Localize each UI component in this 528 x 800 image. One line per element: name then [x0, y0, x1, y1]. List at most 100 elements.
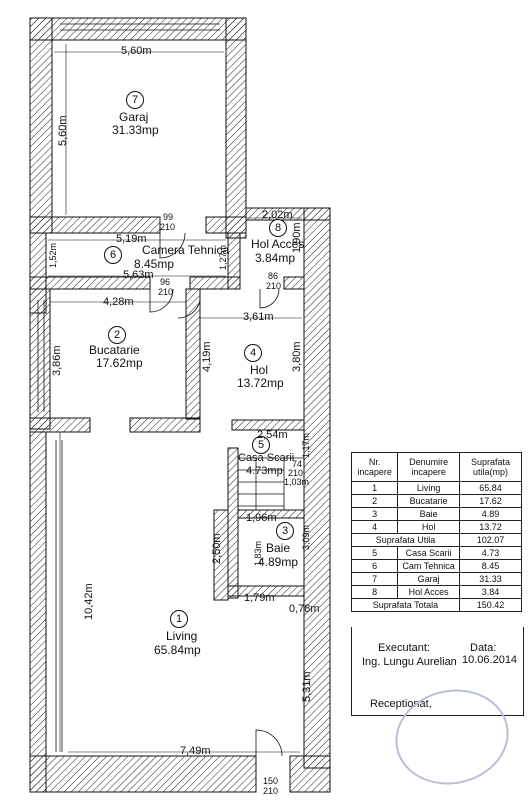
dim-bath-left: 1,83m: [253, 540, 263, 566]
room-number-living: 1: [170, 610, 188, 628]
table-cell: 3: [350, 507, 399, 521]
garage-wall-left: [29, 17, 53, 234]
table-cell: Baie: [397, 507, 460, 521]
dim-bath-bottom: 1,79m: [244, 592, 275, 604]
table-cell: Garaj: [397, 572, 460, 586]
living-wall-partition: [213, 509, 229, 601]
tech-wall-bottom-a: [29, 276, 151, 290]
table-cell: 3.84: [458, 585, 523, 599]
room-area-casa-scarii: 4.73mp: [246, 465, 283, 477]
room-number-hol: 4: [244, 344, 262, 362]
receptionat-label: Receptionat,: [370, 698, 432, 710]
dim-kitchen-left: 3,86m: [51, 345, 63, 376]
table-cell: 7: [350, 572, 399, 586]
total-label: Suprafata Totala: [351, 598, 460, 612]
room-number-bucatarie: 2: [108, 326, 126, 344]
table-cell: Hol: [397, 520, 460, 534]
area-table: Nr. incapere Denumire incapere Suprafata…: [350, 452, 523, 612]
room-name-casa-scarii: Casa Scarii: [238, 452, 295, 464]
door-label-3-height: 210: [266, 281, 282, 291]
table-cell: 65.84: [458, 481, 523, 495]
table-row: 7 Garaj 31.33: [350, 572, 523, 586]
table-row: 3 Baie 4.89: [350, 507, 523, 521]
room-area-hol: 13.72mp: [237, 376, 284, 390]
dim-hol-top: 3,61m: [243, 311, 274, 323]
hol-acces-wall-bottom: [283, 276, 305, 290]
executant-label: Executant:: [378, 642, 430, 654]
dim-tech-left: 1,52m: [48, 242, 58, 268]
receptionat-block: Receptionat,: [351, 691, 524, 716]
door-label-1-height: 210: [160, 222, 176, 232]
total-value: 150.42: [458, 598, 523, 612]
table-header-row: Nr. incapere Denumire incapere Suprafata…: [350, 452, 523, 482]
room-name-hol: Hol: [250, 363, 269, 377]
room-area-camera-tehnica: 8.45mp: [134, 257, 175, 271]
table-cell: 4.89: [458, 507, 523, 521]
doors: [149, 232, 283, 757]
room-number-camera-tehnica: 6: [104, 246, 122, 264]
door-label-5-height: 210: [263, 786, 279, 796]
table-row: 8 Hol Acces 3.84: [350, 585, 523, 599]
hol-acces-wall-right: [303, 207, 331, 769]
dim-tech-right: 1,27m: [218, 244, 228, 270]
dim-garage-left: 5,60m: [57, 115, 69, 146]
table-subtotal-row: Suprafata Utila 102.07: [351, 533, 523, 547]
dim-hol-acces-right: 1,90m: [291, 222, 303, 253]
room-area-garaj: 31.33mp: [112, 123, 159, 137]
table-row: 4 Hol 13.72: [350, 520, 523, 534]
table-cell: 2: [350, 494, 399, 508]
table-cell: Cam Tehnica: [397, 559, 460, 573]
door-label-4-width: 74: [292, 459, 303, 469]
dim-stair-step: 1,03m: [284, 477, 310, 487]
living-wall-bottom-a: [29, 755, 257, 793]
dim-garage-top: 5,60m: [121, 45, 152, 57]
kitchen-wall-bottom: [29, 417, 91, 433]
table-signature-block: Executant: Ing. Lungu Aurelian Data: 10.…: [351, 627, 524, 692]
living-wall-left: [29, 431, 47, 793]
room-number-hol-acces: 8: [269, 219, 287, 237]
table-cell: Bucatarie: [397, 494, 460, 508]
dim-kitchen-top: 4,28m: [103, 296, 134, 308]
dim-stair-right: 1,17m: [301, 432, 311, 458]
door-label-4-height: 210: [288, 468, 304, 478]
subtotal-value: 102.07: [458, 533, 523, 547]
garage-wall-bottom-b: [205, 216, 247, 234]
table-row: 1 Living 65.84: [350, 481, 523, 495]
kitchen-wall-bottom-b: [129, 417, 201, 433]
garage-wall-right: [225, 17, 247, 239]
table-row: 5 Casa Scarii 4.73: [350, 546, 523, 560]
table-cell: 31.33: [458, 572, 523, 586]
garage-wall-bottom-a: [29, 216, 161, 234]
table-cell: 1: [350, 481, 399, 495]
table-cell: Living: [397, 481, 460, 495]
dim-living-left: 10,42m: [83, 583, 95, 620]
dim-living-right-b: 5,31m: [301, 671, 313, 702]
dim-kitchen-right: 4,19m: [201, 341, 213, 372]
stairs: [238, 457, 304, 510]
kitchen-wall-right: [185, 288, 201, 420]
door-label-3-width: 86: [268, 271, 279, 281]
windows: [37, 23, 220, 752]
table-cell: Hol Acces: [397, 585, 460, 599]
tech-wall-mid: [227, 232, 241, 290]
dim-living-mid: 2,50m: [211, 533, 223, 564]
walls: [29, 17, 331, 793]
garage-wall-top: [29, 17, 247, 41]
room-name-camera-tehnica: Camera Tehnica: [142, 243, 230, 257]
dim-hol-acces-top: 2,02m: [262, 209, 293, 221]
table-header: Suprafata utila(mp): [458, 452, 523, 482]
living-wall-bottom-b: [289, 755, 331, 793]
room-name-garaj: Garaj: [119, 110, 149, 124]
table-cell: 5: [350, 546, 399, 560]
table-header: Nr. incapere: [350, 452, 399, 482]
executant-name: Ing. Lungu Aurelian: [362, 656, 457, 668]
dim-tech-top: 5,19m: [116, 233, 147, 245]
room-area-bucatarie: 17.62mp: [96, 356, 143, 370]
table-cell: 4: [350, 520, 399, 534]
room-number-baie: 3: [276, 522, 294, 540]
table-row: 2 Bucatarie 17.62: [350, 494, 523, 508]
room-number-casa-scarii: 5: [252, 436, 270, 454]
room-name-hol-acces: Hol Acces: [251, 237, 305, 251]
date-value: 10.06.2014: [462, 654, 518, 666]
table-cell: 6: [350, 559, 399, 573]
